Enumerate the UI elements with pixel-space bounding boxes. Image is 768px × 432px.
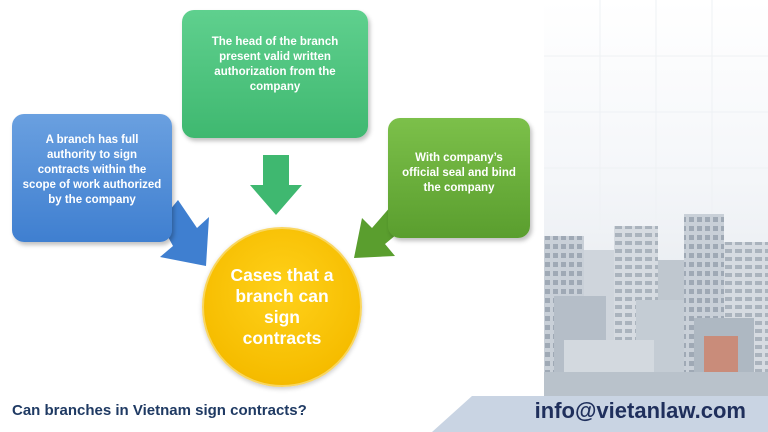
- arrow-diagonal-left: [160, 200, 209, 266]
- center-text: Cases that a branch can sign contracts: [230, 265, 334, 348]
- left-box-text: A branch has full authority to sign cont…: [22, 133, 162, 206]
- footer-band: [432, 396, 768, 432]
- top-box-text: The head of the branch present valid wri…: [211, 36, 339, 93]
- center-circle: Cases that a branch can sign contracts: [202, 227, 362, 387]
- right-box-text: With company’s official seal and bind th…: [402, 151, 516, 194]
- right-box: With company’s official seal and bind th…: [388, 118, 530, 238]
- footer-email[interactable]: info@vietanlaw.com: [534, 398, 746, 423]
- cityscape-image: [544, 0, 768, 396]
- footer-question: Can branches in Vietnam sign contracts?: [12, 402, 307, 419]
- left-box: A branch has full authority to sign cont…: [12, 114, 172, 242]
- top-box: The head of the branch present valid wri…: [182, 10, 368, 138]
- arrow-down: [250, 155, 302, 215]
